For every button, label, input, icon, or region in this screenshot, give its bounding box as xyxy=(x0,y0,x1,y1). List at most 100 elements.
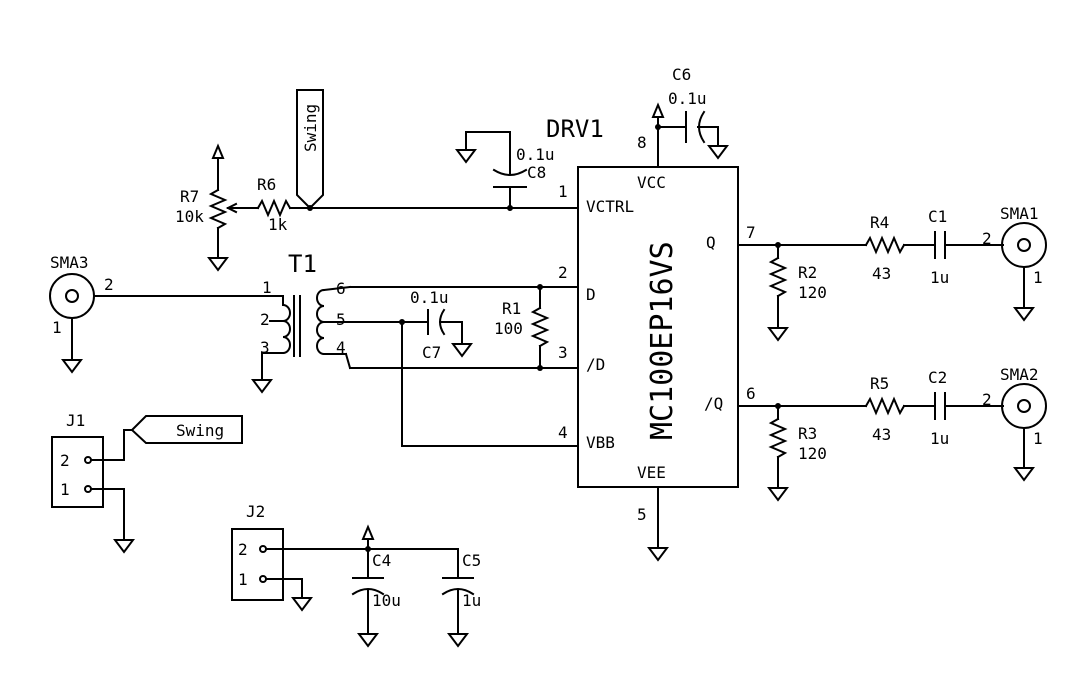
pin-number: 1 xyxy=(558,182,568,201)
ground-symbol xyxy=(252,371,272,393)
c2-ref: C2 xyxy=(928,368,947,387)
ic-drv1: DRV1 MC100EP16VS VCC VEE VCTRL D /D VBB … xyxy=(349,115,779,561)
connector-j1: J1 2 1 Swing xyxy=(51,411,243,553)
j1-net-label: Swing xyxy=(176,421,224,440)
j1-ref: J1 xyxy=(66,411,85,430)
ic-ref-label: DRV1 xyxy=(546,115,604,143)
pin-number: 3 xyxy=(558,343,568,362)
ground-symbol xyxy=(62,351,82,373)
c6-value: 0.1u xyxy=(668,89,707,108)
r6-value: 1k xyxy=(268,215,288,234)
transformer-t1: T1 1 2 3 6 5 4 xyxy=(252,250,541,393)
r5-ref: R5 xyxy=(870,374,889,393)
c7-value: 0.1u xyxy=(410,288,449,307)
ic-vee-label: VEE xyxy=(637,463,666,482)
ic-dn-label: /D xyxy=(586,355,605,374)
ground-symbol xyxy=(1014,459,1034,481)
capacitor-c4: C4 10u xyxy=(351,526,401,647)
t1-pin: 6 xyxy=(336,279,346,298)
capacitor-c5: C5 1u xyxy=(441,548,481,647)
pin-number: 4 xyxy=(558,423,568,442)
r6-ref: R6 xyxy=(257,175,276,194)
t1-pin: 4 xyxy=(336,338,346,357)
q-output-path: R2 120 R4 43 C1 1u SMA1 2 1 xyxy=(768,204,1047,341)
ground-symbol xyxy=(358,625,378,647)
ground-symbol xyxy=(292,589,312,611)
sma2-pin2: 2 xyxy=(982,390,992,409)
ground-symbol xyxy=(208,249,228,271)
sma2-pin1: 1 xyxy=(1033,429,1043,448)
t1-pin: 3 xyxy=(260,338,270,357)
c1-value: 1u xyxy=(930,268,949,287)
swing-net-flag: Swing xyxy=(296,89,324,210)
r1-ref: R1 xyxy=(502,299,521,318)
sma3-pin2: 2 xyxy=(104,275,114,294)
c4-ref: C4 xyxy=(372,551,391,570)
power-symbol xyxy=(362,526,374,550)
ic-vctrl-label: VCTRL xyxy=(586,197,634,216)
ground-symbol xyxy=(708,137,728,159)
t1-ref: T1 xyxy=(288,250,317,278)
sma1-ref: SMA1 xyxy=(1000,204,1039,223)
sma3-ref: SMA3 xyxy=(50,253,89,272)
c6-ref: C6 xyxy=(672,65,691,84)
r7-value: 10k xyxy=(175,207,204,226)
ground-symbol xyxy=(768,319,788,341)
r1-value: 100 xyxy=(494,319,523,338)
potentiometer-r7: R7 10k xyxy=(175,145,238,271)
pin-number: 7 xyxy=(746,223,756,242)
c5-ref: C5 xyxy=(462,551,481,570)
j2-ref: J2 xyxy=(246,502,265,521)
ic-q-label: Q xyxy=(706,233,716,252)
ground-symbol xyxy=(648,539,668,561)
ic-d-label: D xyxy=(586,285,596,304)
qn-output-path: R3 120 R5 43 C2 1u SMA2 2 1 xyxy=(768,365,1047,501)
capacitor-c7: 0.1u C7 xyxy=(399,288,472,447)
capacitor-c6: C6 0.1u xyxy=(652,65,728,159)
pin-number: 2 xyxy=(558,263,568,282)
pin-number: 6 xyxy=(746,384,756,403)
c8-value: 0.1u xyxy=(516,145,555,164)
c2-value: 1u xyxy=(930,429,949,448)
j2-pin2: 2 xyxy=(238,540,248,559)
t1-pin: 2 xyxy=(260,310,270,329)
j2-pin1: 1 xyxy=(238,570,248,589)
c7-ref: C7 xyxy=(422,343,441,362)
ground-symbol xyxy=(448,625,468,647)
c5-value: 1u xyxy=(462,591,481,610)
r4-value: 43 xyxy=(872,264,891,283)
power-symbol xyxy=(212,145,224,169)
r2-ref: R2 xyxy=(798,263,817,282)
sma1-pin1: 1 xyxy=(1033,268,1043,287)
pin-number: 8 xyxy=(637,133,647,152)
r3-value: 120 xyxy=(798,444,827,463)
power-symbol xyxy=(652,104,664,128)
ground-symbol xyxy=(452,335,472,357)
r2-value: 120 xyxy=(798,283,827,302)
j1-pin1: 1 xyxy=(60,480,70,499)
connector-sma3: SMA3 2 1 xyxy=(49,253,284,373)
swing-flag-label: Swing xyxy=(301,104,320,152)
pin-number: 5 xyxy=(637,505,647,524)
resistor-r1: R1 100 xyxy=(494,284,550,371)
sma2-ref: SMA2 xyxy=(1000,365,1039,384)
c4-value: 10u xyxy=(372,591,401,610)
connector-j2: J2 2 1 xyxy=(231,502,459,611)
r5-value: 43 xyxy=(872,425,891,444)
ic-vcc-label: VCC xyxy=(637,173,666,192)
ic-qn-label: /Q xyxy=(704,394,723,413)
ic-part-label: MC100EP16VS xyxy=(645,241,680,440)
sma3-pin1: 1 xyxy=(52,318,62,337)
r3-ref: R3 xyxy=(798,424,817,443)
t1-pin: 5 xyxy=(336,310,346,329)
capacitor-c8: 0.1u C8 xyxy=(456,131,555,211)
ground-symbol xyxy=(456,141,476,163)
ground-symbol xyxy=(114,531,134,553)
j1-pin2: 2 xyxy=(60,451,70,470)
r7-ref: R7 xyxy=(180,187,199,206)
ground-symbol xyxy=(768,479,788,501)
ground-symbol xyxy=(1014,299,1034,321)
t1-pin: 1 xyxy=(262,278,272,297)
ic-vbb-label: VBB xyxy=(586,433,615,452)
